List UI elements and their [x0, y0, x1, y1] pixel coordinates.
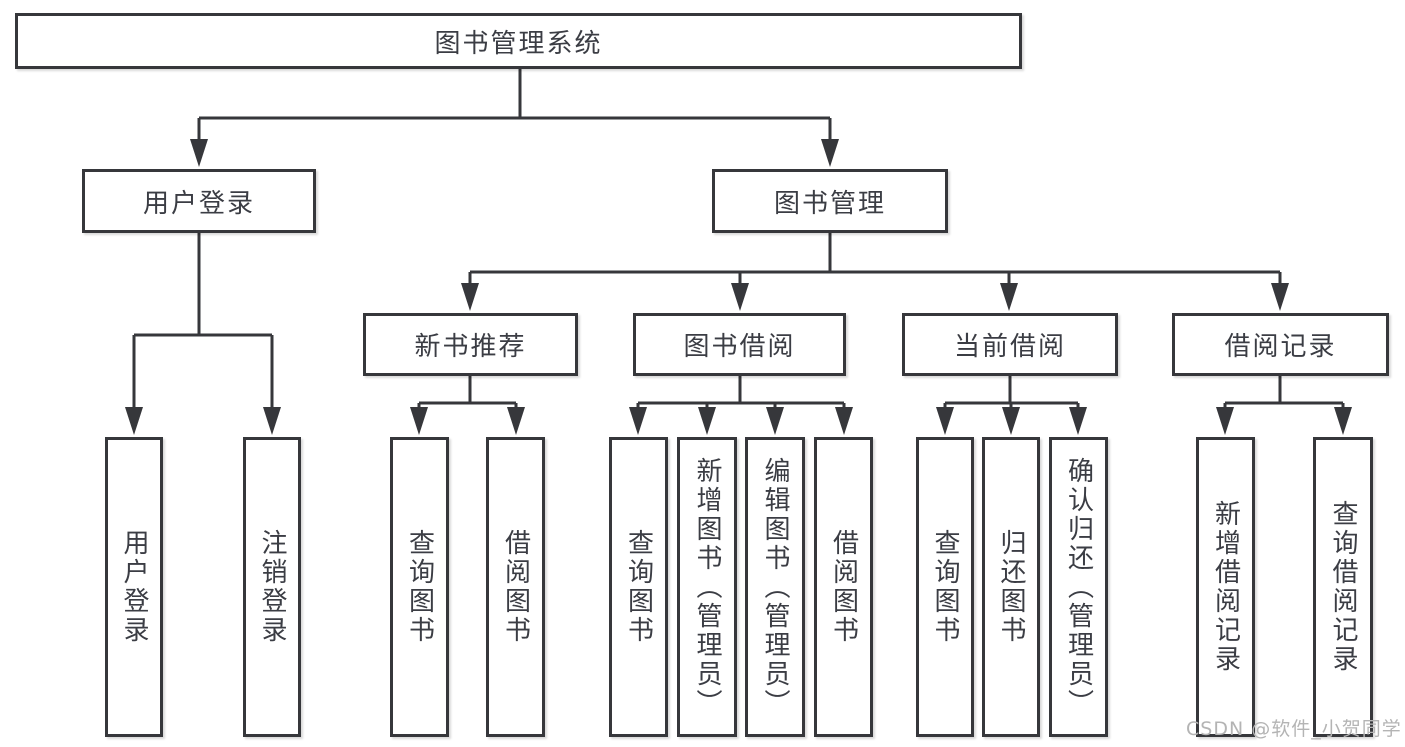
node-label: 编辑图书（管理员）	[760, 456, 790, 718]
node-add-book-admin: 新增图书（管理员）	[677, 437, 737, 737]
node-user-login: 用户登录	[82, 169, 316, 233]
node-borrow-books-borrowing: 借阅图书	[814, 437, 873, 737]
node-add-borrow-record: 新增借阅记录	[1196, 437, 1255, 737]
node-label: 注销登录	[257, 529, 287, 645]
node-label: 用户登录	[119, 529, 149, 645]
node-return-books: 归还图书	[982, 437, 1040, 737]
node-new-book-recommend: 新书推荐	[363, 313, 578, 376]
node-label: 图书借阅	[683, 332, 796, 362]
node-label: 查询借阅记录	[1328, 500, 1358, 674]
node-query-borrow-record: 查询借阅记录	[1313, 437, 1373, 737]
node-book-management: 图书管理	[712, 169, 948, 233]
node-confirm-return-admin: 确认归还（管理员）	[1049, 437, 1108, 737]
node-label: 归还图书	[996, 529, 1026, 645]
node-label: 当前借阅	[953, 332, 1066, 362]
node-label: 图书管理	[773, 188, 886, 219]
node-label: 借阅图书	[828, 529, 859, 645]
node-logout-leaf: 注销登录	[243, 437, 301, 737]
node-borrow-books-newbooks: 借阅图书	[486, 437, 545, 737]
node-query-books-newbooks: 查询图书	[390, 437, 449, 737]
node-label: 新书推荐	[414, 332, 527, 362]
node-label: 查询图书	[623, 529, 654, 645]
node-label: 查询图书	[404, 529, 435, 645]
node-label: 新增图书（管理员）	[692, 456, 722, 718]
node-library-management-system: 图书管理系统	[15, 13, 1022, 69]
node-user-login-leaf: 用户登录	[105, 437, 163, 737]
node-label: 借阅记录	[1224, 332, 1337, 362]
csdn-watermark: CSDN @软件_小贺同学	[1186, 718, 1402, 740]
node-label: 图书管理系统	[434, 28, 603, 59]
node-query-books-borrowing: 查询图书	[609, 437, 668, 737]
node-borrow-records: 借阅记录	[1172, 313, 1389, 376]
node-query-books-current: 查询图书	[916, 437, 974, 737]
node-label: 用户登录	[142, 188, 255, 219]
node-current-borrowing: 当前借阅	[902, 313, 1118, 376]
node-edit-book-admin: 编辑图书（管理员）	[745, 437, 805, 737]
node-label: 查询图书	[930, 529, 960, 645]
node-label: 新增借阅记录	[1210, 500, 1241, 674]
node-book-borrowing: 图书借阅	[633, 313, 846, 376]
node-label: 确认归还（管理员）	[1063, 456, 1094, 718]
node-label: 借阅图书	[500, 529, 531, 645]
